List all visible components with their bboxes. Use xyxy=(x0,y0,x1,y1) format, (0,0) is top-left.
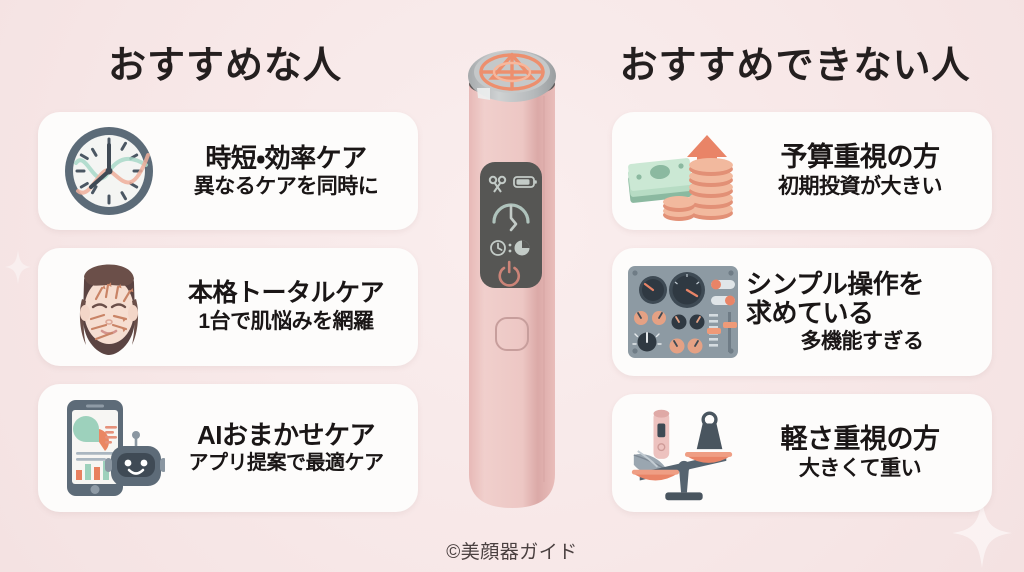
sparkle-icon xyxy=(5,250,31,284)
smartphone-ai-robot-icon xyxy=(50,396,168,500)
card-subtitle: 大きくて重い xyxy=(798,457,922,481)
footer-credit: ©美顔器ガイド xyxy=(446,542,578,563)
card-subtitle: 異なるケアを同時に xyxy=(193,174,379,198)
card-title: AIおまかせケア xyxy=(196,420,376,451)
not-recommended-column: 予算重視の方 初期投資が大きい xyxy=(612,112,992,512)
card-text: 時短・効率ケア 異なるケアを同時に xyxy=(168,144,404,199)
card-text: 予算重視の方 初期投資が大きい xyxy=(742,142,978,199)
card-title: 時短・効率ケア xyxy=(205,142,367,173)
card-title: シンプル操作を求めている xyxy=(746,269,978,329)
card-time-efficiency[interactable]: 時短・効率ケア 異なるケアを同時に xyxy=(38,112,418,230)
card-title: 予算重視の方 xyxy=(780,142,941,173)
control-panel-icon xyxy=(624,260,742,364)
card-title: 本格トータルケア xyxy=(187,279,385,308)
card-subtitle: 1台で肌悩みを網羅 xyxy=(198,310,374,334)
card-ai-care[interactable]: AIおまかせケア アプリ提案で最適ケア xyxy=(38,384,418,512)
card-text: 本格トータルケア 1台で肌悩みを網羅 xyxy=(168,280,404,334)
card-lightweight-focus[interactable]: 軽さ重視の方 大きくて重い xyxy=(612,394,992,512)
money-coins-up-arrow-icon xyxy=(624,119,742,223)
card-text: AIおまかせケア アプリ提案で最適ケア xyxy=(168,421,404,475)
card-text: シンプル操作を求めている 多機能すぎる xyxy=(742,269,978,354)
card-total-care[interactable]: 本格トータルケア 1台で肌悩みを網羅 xyxy=(38,248,418,366)
beauty-device xyxy=(452,22,572,530)
clock-icon xyxy=(50,119,168,223)
card-text: 軽さ重視の方 大きくて重い xyxy=(742,424,978,481)
right-column-heading: おすすめできない人 xyxy=(619,45,971,87)
card-title: 軽さ重視の方 xyxy=(780,424,941,455)
left-column-heading: おすすめな人 xyxy=(107,45,342,87)
card-title-line1: シンプル操作を xyxy=(746,269,924,300)
balance-scale-icon xyxy=(624,401,742,505)
recommended-column: 時短・効率ケア 異なるケアを同時に xyxy=(38,112,418,512)
card-budget-focus[interactable]: 予算重視の方 初期投資が大きい xyxy=(612,112,992,230)
card-subtitle: 多機能すぎる xyxy=(800,330,925,354)
card-simple-operation[interactable]: シンプル操作を求めている 多機能すぎる xyxy=(612,248,992,376)
face-massage-icon xyxy=(50,255,168,359)
card-subtitle: 初期投資が大きい xyxy=(778,175,943,199)
card-title-line2: 求めている xyxy=(746,298,874,329)
card-subtitle: アプリ提案で最適ケア xyxy=(188,452,385,475)
